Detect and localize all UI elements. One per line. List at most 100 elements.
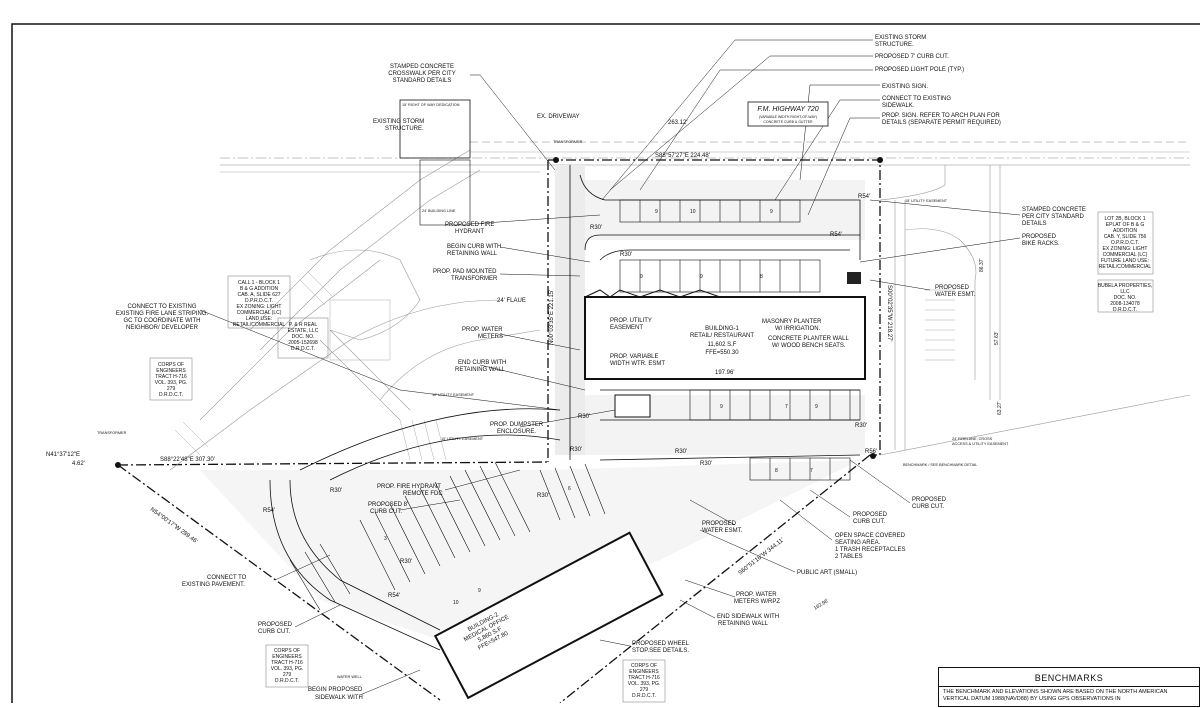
bearing-mid: S88°22'48"E 307.30': [160, 457, 215, 463]
radius-label: R30': [620, 252, 632, 258]
note-utility-esmt-2: 10' UTILITY EASEMENT: [432, 393, 475, 397]
callout-open-space4: 2 TABLES: [835, 554, 862, 560]
callout-stamped-left1: STAMPED CONCRETE: [390, 64, 454, 70]
parcel-line: DOC. NO.: [292, 334, 315, 340]
callout-stamped-right2: PER CITY STANDARD: [1022, 214, 1084, 220]
benchmarks-title: BENCHMARKS: [1034, 673, 1104, 683]
stall-count: 9: [720, 404, 723, 410]
benchmarks-panel: BENCHMARKS THE BENCHMARK AND ELEVATIONS …: [938, 667, 1200, 707]
parcel-line: CAB. Y, SLIDE 756: [1104, 234, 1147, 240]
callout-curb-cut-8a: PROPOSED 8': [368, 502, 408, 508]
callout-fire-fdc1: PROP. FIRE HYDRANT: [377, 484, 441, 490]
radius-label: R54': [388, 593, 400, 599]
callout-prop-curb-left2: CURB CUT.: [258, 629, 290, 635]
note-firelane-2: ACCESS & UTILITY EASEMENT: [952, 442, 1009, 446]
parcel-3-text: CORPS OF ENGINEERS TRACT H-716 VOL. 393,…: [155, 362, 188, 398]
parcel-line: TRACT H-716: [271, 660, 303, 666]
callout-fire-fdc2: REMOTE FDC: [403, 491, 443, 497]
parcel-line: 279: [167, 386, 176, 392]
parcel-line: CORPS OF: [274, 648, 300, 654]
callout-water-esmt-b2: WATER ESMT.: [702, 528, 743, 534]
callout-pad-mount2: TRANSFORMER: [451, 276, 498, 282]
callout-connect-fire3: GC TO COORDINATE WITH: [123, 318, 200, 324]
callout-connect-fire2: EXISTING FIRE LANE STRIPING.: [116, 311, 209, 317]
stall-count: 9: [655, 209, 658, 215]
callout-stamped-right1: STAMPED CONCRETE: [1022, 207, 1086, 213]
stall-count: 10: [453, 600, 459, 606]
callout-end-curb1: END CURB WITH: [458, 360, 506, 366]
note-firelane-1: 24' FIRELANE, CROSS: [952, 437, 993, 441]
parcel-line: COMMERCIAL (LC): [1103, 252, 1148, 258]
parcel-line: DOC. NO.: [1114, 295, 1137, 301]
parcel-line: ADDITION: [1113, 228, 1137, 234]
stall-count: 10: [690, 209, 696, 215]
radius-label: R30': [675, 449, 687, 455]
bearing-top-dist: 263.12': [668, 120, 688, 126]
radius-label: R30': [590, 225, 602, 231]
corner-marker: [553, 157, 559, 163]
highway-label-box: [747, 101, 829, 127]
adjacent-lot-lines: [879, 165, 1191, 456]
callout-curb-cut-8b: CURB CUT.: [370, 509, 402, 515]
corner-marker: [115, 462, 121, 468]
callout-water-rpz1: PROP. WATER: [736, 592, 777, 598]
west-neighbor-stalls: [174, 271, 447, 461]
stall-count: 3: [384, 536, 387, 542]
parcel-1-text: CALL 1 - BLOCK 1 B & G ADDITION CAB. A, …: [233, 280, 286, 328]
highway-row-lines: [220, 141, 1190, 173]
dim-86: 86.37': [979, 258, 985, 272]
stalls-south-building1: [689, 389, 861, 481]
radius-label: R56': [865, 449, 877, 455]
callout-storm-top: EXISTING STORM: [875, 35, 926, 41]
callout-wheel-stop2: STOP.SEE DETAILS.: [632, 648, 689, 654]
callout-prop-curb-left1: PROPOSED: [258, 622, 293, 628]
radius-label: R30': [700, 461, 712, 467]
dim-162: 162.96': [813, 598, 830, 612]
b1-masonry1: MASONRY PLANTER: [762, 319, 822, 325]
parcel-line: D.R.D.C.T.: [159, 392, 183, 398]
b1-name1: BUILDING-1: [705, 326, 739, 332]
radius-label: R30': [855, 423, 867, 429]
parcel-line: O.P.R.D.C.T.: [1111, 240, 1139, 246]
parcel-2-text: P. & R REAL ESTATE, LLC DOC. NO. 2005-15…: [288, 322, 319, 352]
building-line-box: [419, 159, 471, 226]
parcel-line: CAB. A, SLIDE 627: [237, 292, 280, 298]
radius-label: R30': [537, 493, 549, 499]
callout-curb-cut-r2: CURB CUT.: [912, 504, 944, 510]
bearing-nw2: 4.62': [72, 461, 85, 467]
callout-pad-mount1: PROP. PAD MOUNTED: [433, 269, 497, 275]
stall-count: 9: [770, 209, 773, 215]
callout-end-sidewalk1: END SIDEWALK WITH: [717, 614, 779, 620]
callout-open-space3: 1 TRASH RECEPTACLES: [835, 547, 905, 553]
building-1: [584, 289, 866, 380]
parcel-line: D.P.R.D.C.T.: [245, 298, 273, 304]
b1-area: 11,602 S.F: [708, 342, 737, 348]
parcel-line: RETAIL/COMMERCIAL: [233, 322, 286, 328]
parcel-line: LOT 2B, BLOCK 1: [1104, 216, 1145, 222]
parcel-line: TRACT H-716: [628, 675, 660, 681]
callout-bike-racks2: BIKE RACKS.: [1022, 241, 1060, 247]
parcel-boxes: [149, 211, 1154, 703]
callout-begin-curb2: RETAINING WALL: [447, 251, 498, 257]
callout-existing-sign: EXISTING SIGN.: [882, 84, 928, 90]
callout-water-esmt-b1: PROPOSED: [702, 521, 737, 527]
callout-fire-hydrant2: HYDRANT: [455, 229, 484, 235]
bearing-se: S60°51'16"W 344.11': [738, 537, 786, 576]
bearing-right: S00°02'35"W 218.27': [886, 285, 892, 342]
bearing-far-right: 57.63': [994, 331, 1000, 345]
parcel-line: EX ZONING: LIGHT: [236, 304, 281, 310]
b1-variable2: WIDTH WTR. ESMT: [610, 361, 665, 367]
parcel-line: D.R.D.C.T.: [275, 678, 299, 684]
parcel-line: B & G ADDITION: [240, 286, 279, 292]
radius-label: R30': [570, 447, 582, 453]
parcel-line: BUBELA PROPERTIES,: [1098, 283, 1152, 289]
note-row-dedication: 15' RIGHT OF WAY DEDICATION: [402, 103, 460, 107]
transformer-pad: [847, 272, 861, 284]
stall-count: 9: [815, 404, 818, 410]
radius-label: R54': [858, 194, 870, 200]
parcel-line: LAND USE:: [246, 316, 272, 322]
callout-light-pole: PROPOSED LIGHT POLE (TYP.): [875, 67, 964, 73]
callout-existing-storm-left: EXISTING STORM: [373, 119, 424, 125]
parcel-line: ENGINEERS: [272, 654, 302, 660]
